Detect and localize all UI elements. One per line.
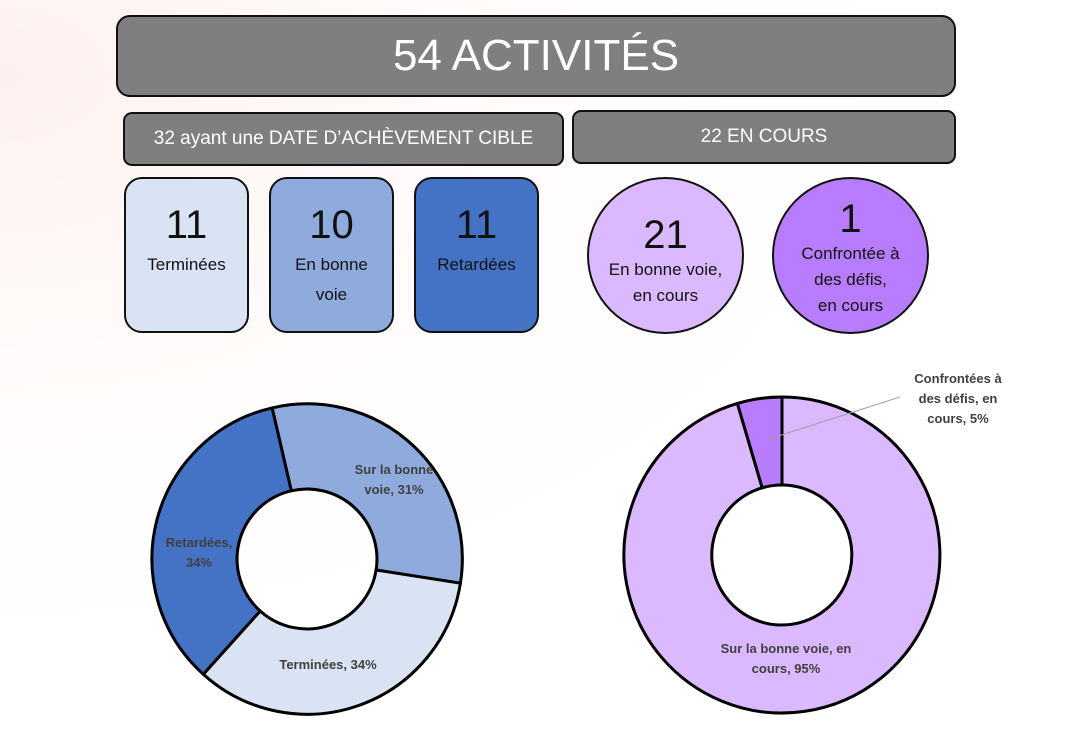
label-challenged-line2: des défis, en: [919, 391, 998, 406]
target-date-banner: 32 ayant une DATE D’ACHÈVEMENT CIBLE: [123, 112, 564, 166]
donut-segment-on-track-in-progress: [622, 395, 942, 715]
card-label: Terminées: [147, 255, 226, 274]
circle-label-line2: des défis,: [814, 270, 887, 289]
card-label-line2: voie: [315, 285, 348, 304]
label-on-track-in-progress-line2: cours, 95%: [752, 661, 821, 676]
circle-value: 1: [839, 197, 862, 241]
circle-label: Confrontée à: [801, 244, 900, 263]
label-completed: Terminées, 34%: [279, 657, 377, 672]
circle-label-line3: en cours: [817, 296, 884, 315]
donut-segment-on-track: [270, 402, 464, 585]
circle-label-line2: en cours: [632, 286, 699, 305]
label-challenged-line3: cours, 5%: [927, 411, 989, 426]
label-late-line2: 34%: [186, 555, 212, 570]
circle-value: 21: [643, 213, 688, 257]
label-on-track-in-progress: Sur la bonne voie, en: [721, 641, 852, 656]
in-progress-donut-chart: Confrontées à des défis, en cours, 5% Su…: [622, 371, 1002, 715]
donut-segment-challenged: [735, 395, 784, 490]
label-on-track: Sur la bonne: [355, 462, 434, 477]
card-late: 11 Retardées: [414, 177, 539, 333]
donut-segment-completed: [201, 568, 462, 716]
card-value: 11: [455, 203, 498, 247]
target-date-donut-chart: Sur la bonne voie, 31% Terminées, 34% Re…: [150, 402, 464, 716]
card-value: 10: [309, 203, 354, 247]
target-date-label: 32 ayant une DATE D’ACHÈVEMENT CIBLE: [153, 128, 534, 149]
circle-challenged-in-progress: 1 Confrontée à des défis, en cours: [772, 177, 929, 334]
card-on-track: 10 En bonne voie: [269, 177, 394, 333]
total-activities-title: 54 ACTIVITÉS: [392, 31, 680, 80]
label-on-track-line2: voie, 31%: [364, 482, 424, 497]
card-value: 11: [165, 203, 208, 247]
card-completed: 11 Terminées: [124, 177, 249, 333]
leader-line: [765, 396, 901, 441]
in-progress-label: 22 EN COURS: [700, 126, 828, 147]
in-progress-banner: 22 EN COURS: [572, 110, 956, 164]
card-label: En bonne: [295, 255, 368, 274]
circle-on-track-in-progress: 21 En bonne voie, en cours: [587, 177, 744, 334]
label-challenged: Confrontées à: [914, 371, 1002, 386]
card-label: Retardées: [437, 255, 516, 274]
label-late: Retardées,: [166, 535, 232, 550]
circle-label: En bonne voie,: [608, 260, 723, 279]
donut-segment-late: [150, 406, 293, 676]
total-activities-banner: 54 ACTIVITÉS: [116, 15, 956, 97]
